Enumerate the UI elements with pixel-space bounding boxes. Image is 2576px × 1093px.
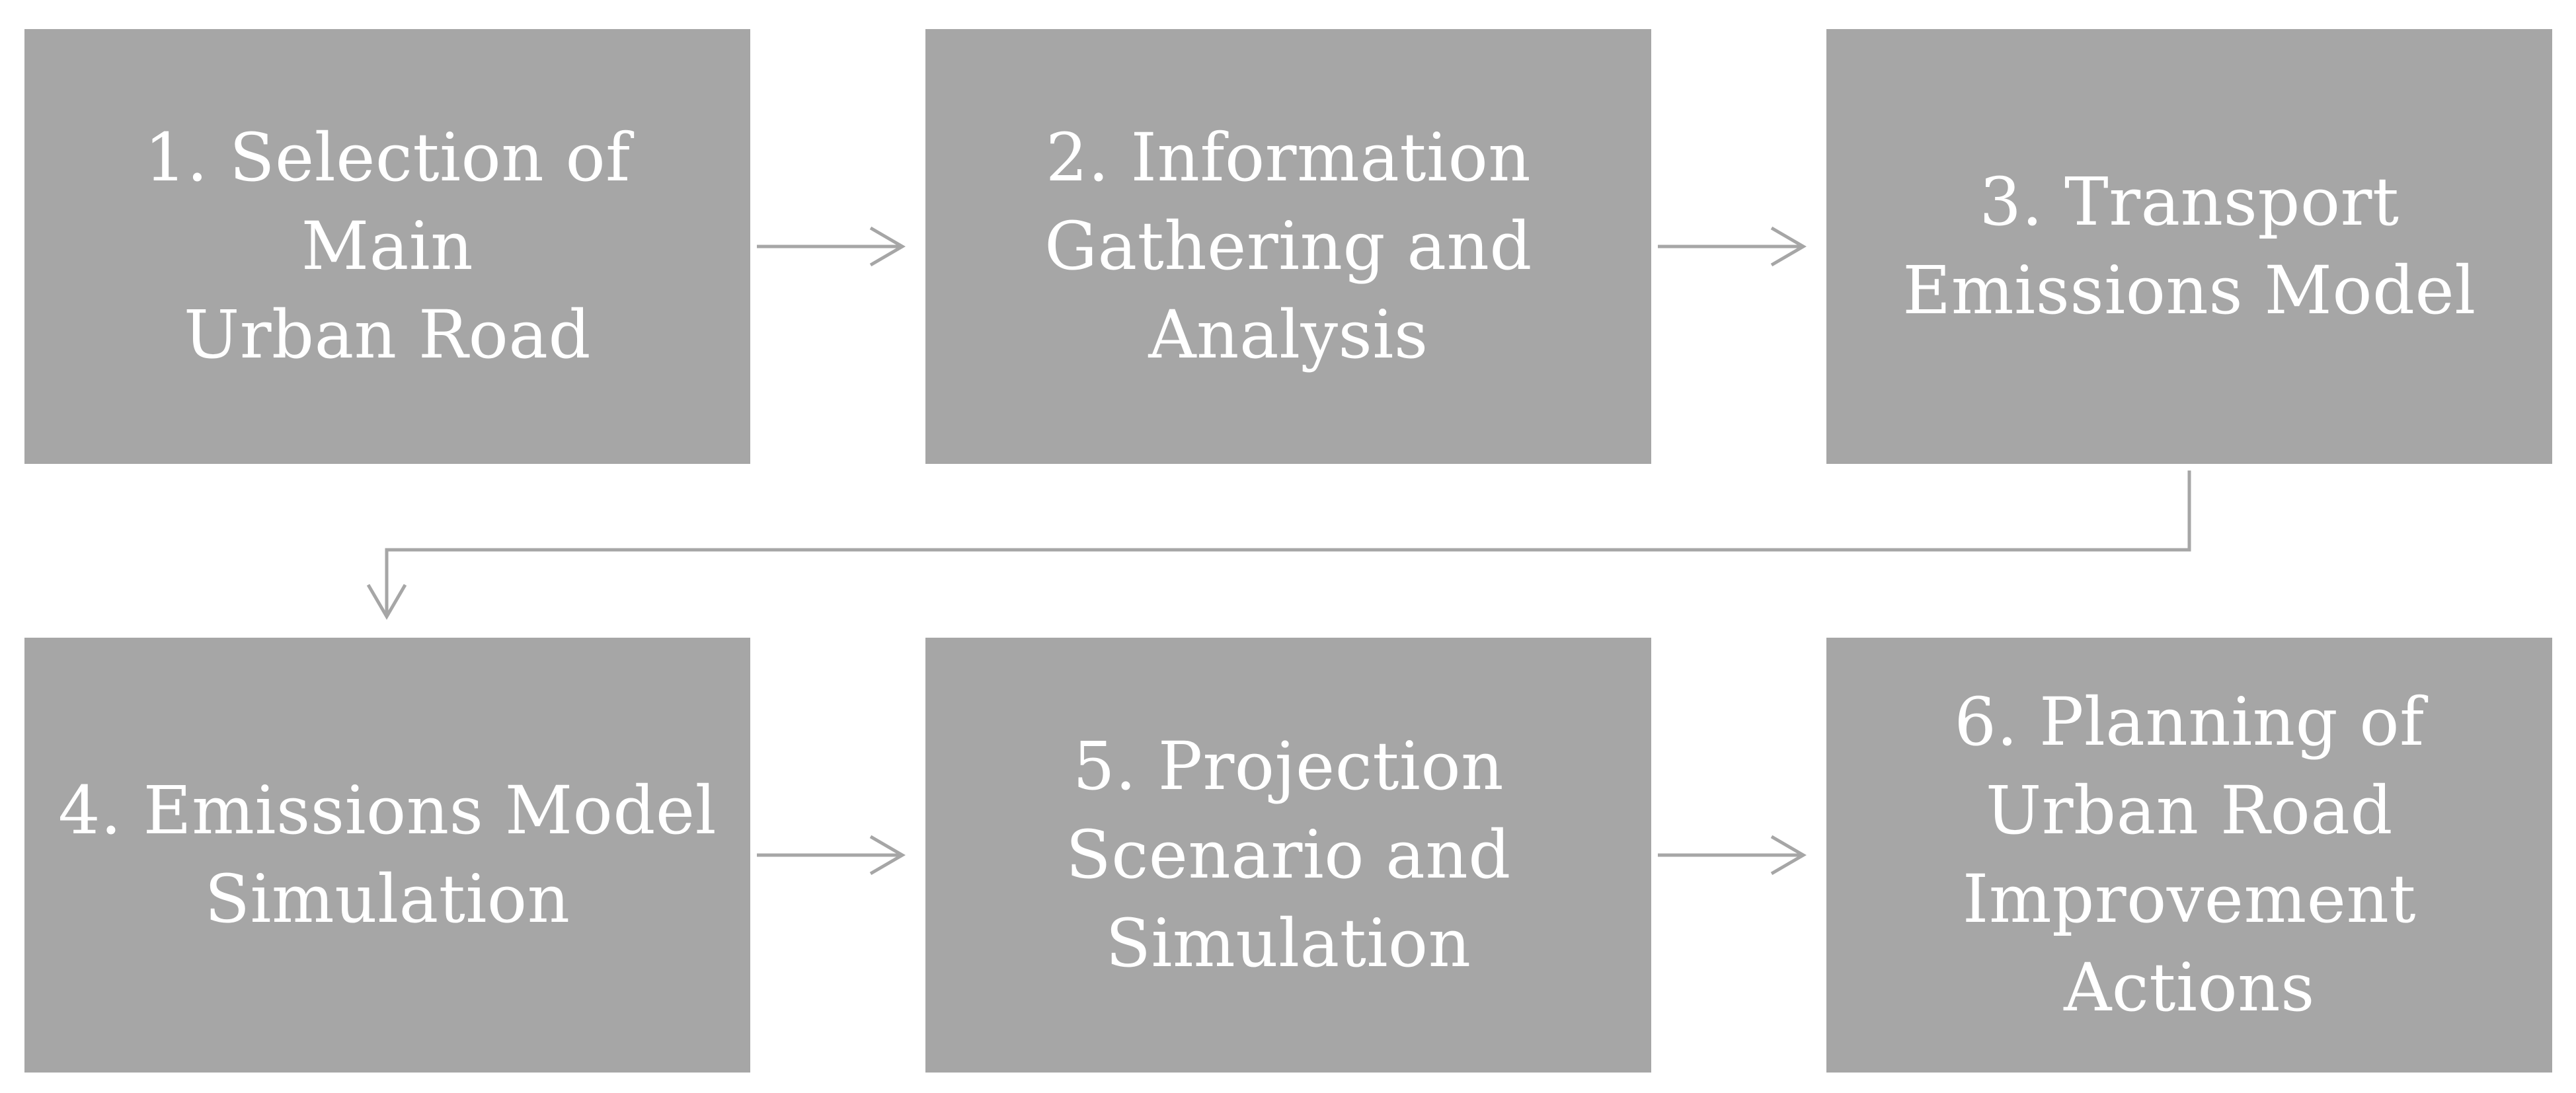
step-6-label: 6. Planning of Urban Road Improvement Ac… bbox=[1954, 683, 2425, 1026]
step-4-label: 4. Emissions Model Simulation bbox=[58, 772, 717, 938]
step-2-label: 2. Information Gathering and Analysis bbox=[1044, 119, 1532, 373]
arrow-4-to-5 bbox=[757, 835, 906, 876]
step-3-box: 3. Transport Emissions Model bbox=[1826, 29, 2552, 464]
arrow-3-to-4 bbox=[366, 471, 2191, 620]
step-3-label: 3. Transport Emissions Model bbox=[1902, 163, 2476, 329]
arrow-5-to-6 bbox=[1658, 835, 1807, 876]
step-2-box: 2. Information Gathering and Analysis bbox=[925, 29, 1651, 464]
step-1-box: 1. Selection of Main Urban Road bbox=[24, 29, 750, 464]
step-1-label: 1. Selection of Main Urban Road bbox=[144, 119, 631, 373]
arrow-2-to-3 bbox=[1658, 226, 1807, 267]
step-5-label: 5. Projection Scenario and Simulation bbox=[1066, 728, 1511, 982]
step-4-box: 4. Emissions Model Simulation bbox=[24, 638, 750, 1073]
step-6-box: 6. Planning of Urban Road Improvement Ac… bbox=[1826, 638, 2552, 1073]
arrow-1-to-2 bbox=[757, 226, 906, 267]
step-5-box: 5. Projection Scenario and Simulation bbox=[925, 638, 1651, 1073]
